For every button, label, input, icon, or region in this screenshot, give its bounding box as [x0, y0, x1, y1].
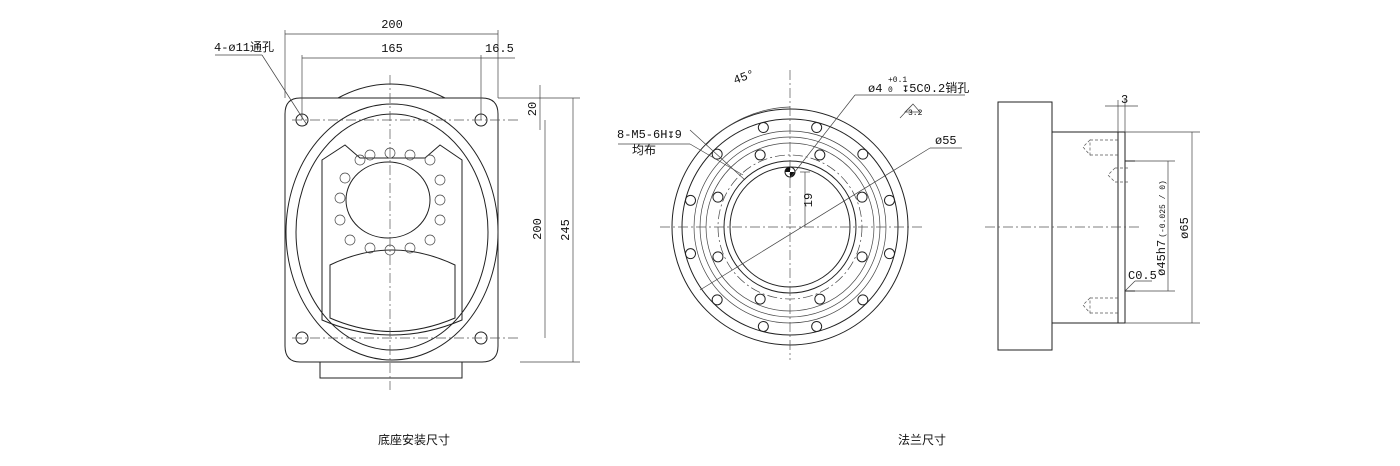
pilot-diameter: ø45h7(-0.025 / 0)	[1155, 180, 1169, 276]
pin-hole-rest: ↧5C0.2销孔	[902, 81, 969, 96]
thread-callout: 8-M5-6H↧9	[617, 128, 682, 142]
bolt-hole	[814, 149, 826, 161]
bolt-hole	[711, 148, 723, 160]
bolt-hole	[757, 122, 769, 134]
bolt-hole	[856, 191, 868, 203]
side-view: 3 ø45h7(-0.025 / 0) ø65 C0.5	[985, 93, 1200, 351]
bolt-hole	[814, 293, 826, 305]
dim-overall-width: 200	[381, 18, 403, 32]
bolt-hole	[857, 294, 869, 306]
pin-hole-dia: ø4	[868, 82, 882, 96]
thread-callout-note: 均布	[632, 143, 656, 157]
pin-tol-upper: +0.1	[888, 76, 907, 85]
flange-diameter: ø55	[935, 134, 957, 148]
angle-label: 45°	[732, 67, 757, 88]
pin-tol-lower: 0	[888, 86, 893, 95]
pin-offset: 19	[802, 193, 816, 207]
bolt-hole	[883, 248, 895, 260]
bolt-hole	[685, 194, 697, 206]
bolt-hole	[754, 293, 766, 305]
flange-view: 45° 8-M5-6H↧9 均布 ø4 +0.1 0 ↧5C0.2销孔 3.2 …	[617, 67, 969, 447]
bolt-circle-holes	[334, 147, 446, 256]
bolt-hole	[757, 320, 769, 332]
base-view-caption: 底座安装尺寸	[378, 432, 450, 447]
bolt-hole	[685, 248, 697, 260]
bolt-hole	[883, 194, 895, 206]
bolt-hole	[857, 148, 869, 160]
roughness: 3.2	[908, 109, 923, 118]
bolt-hole	[711, 294, 723, 306]
bolt-hole	[811, 122, 823, 134]
dim-hole-spacing-h: 165	[381, 42, 403, 56]
bolt-hole	[712, 191, 724, 203]
flange-view-caption: 法兰尺寸	[898, 433, 946, 447]
dim-hole-spacing-v: 200	[531, 218, 545, 240]
dim-overall-height: 245	[559, 219, 573, 241]
bolt-hole	[754, 149, 766, 161]
bolt-hole	[811, 320, 823, 332]
base-mounting-view: 200 165 16.5 20 200 245 4-ø11通孔 底座安装尺寸	[214, 18, 580, 447]
chamfer-label: C0.5	[1128, 269, 1157, 283]
bolt-hole	[856, 251, 868, 263]
outer-bolt-holes	[685, 122, 895, 332]
dim-top-offset: 20	[526, 102, 540, 116]
dim-edge-offset: 16.5	[485, 42, 514, 56]
m5-thread-holes	[712, 149, 868, 305]
hole-callout: 4-ø11通孔	[214, 40, 274, 55]
bolt-hole	[712, 251, 724, 263]
outer-diameter: ø65	[1178, 217, 1192, 239]
thickness-dim: 3	[1121, 93, 1128, 107]
